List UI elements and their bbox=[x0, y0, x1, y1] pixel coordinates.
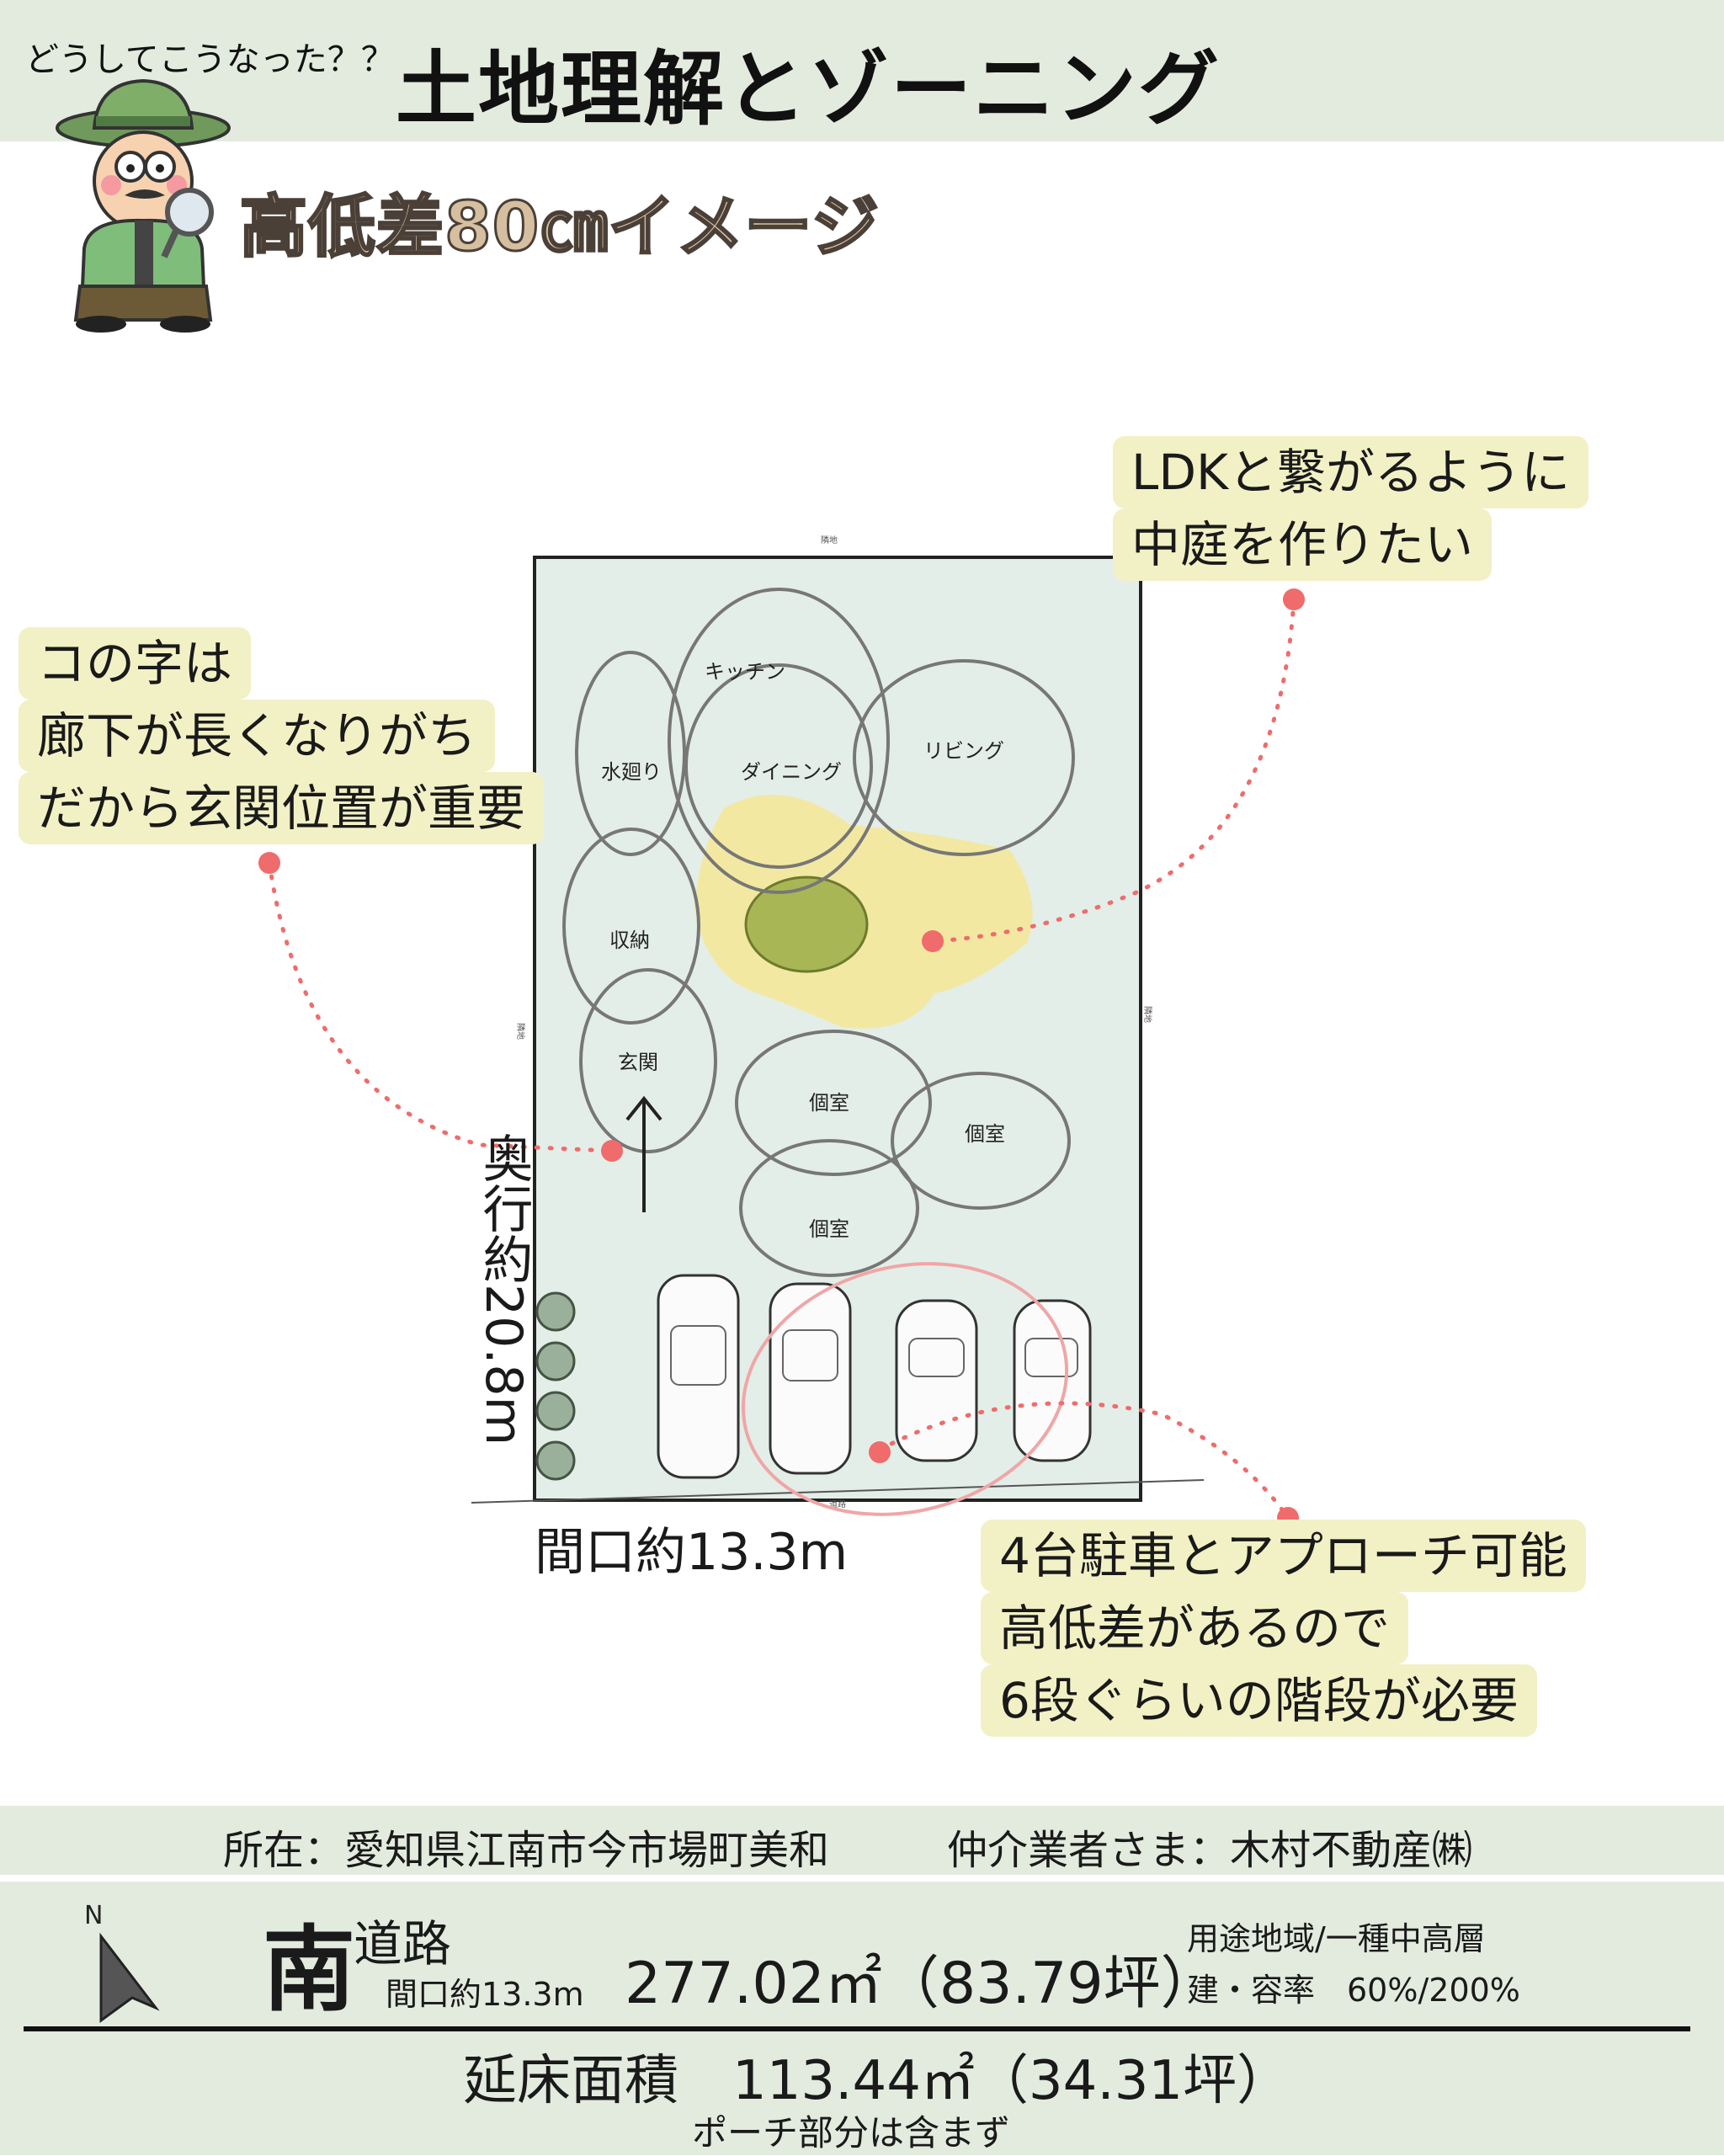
porch-note: ポーチ部分は含まず bbox=[692, 2112, 1011, 2153]
page-subtitle: 高低差80㎝イメージ bbox=[239, 187, 881, 268]
room-label-private3: 個室 bbox=[809, 1217, 849, 1241]
broker-text: 仲介業者さま：木村不動産㈱ bbox=[947, 1827, 1473, 1874]
header-band bbox=[0, 0, 1724, 141]
site-label-top: 隣地 bbox=[821, 535, 838, 546]
parking-highlight bbox=[741, 1262, 1069, 1516]
room-bubble-water bbox=[575, 651, 686, 856]
hedge-tree-4 bbox=[535, 1440, 576, 1481]
room-bubble-private2 bbox=[891, 1072, 1071, 1210]
room-label-storage: 収納 bbox=[609, 929, 650, 952]
hedge-tree-1 bbox=[535, 1291, 576, 1332]
room-label-living: リビング bbox=[923, 739, 1004, 763]
room-bubble-dining bbox=[684, 663, 873, 869]
hedge-tree-2 bbox=[535, 1341, 576, 1381]
page-title: 土地理解とゾーニング bbox=[396, 42, 1221, 136]
courtyard-tree bbox=[744, 876, 869, 973]
room-label-entrance: 玄関 bbox=[618, 1051, 658, 1074]
room-label-private1: 個室 bbox=[809, 1091, 849, 1115]
compass-north-icon: N bbox=[84, 1901, 160, 2023]
room-label-dining: ダイニング bbox=[741, 760, 842, 784]
zoning-text: 用途地域/一種中高層 bbox=[1187, 1920, 1486, 1957]
note-top-right: LDKと繋がるように 中庭を作りたい bbox=[1113, 436, 1589, 581]
note-left-line-1: コの字は bbox=[19, 627, 252, 700]
detective-illustration bbox=[56, 78, 231, 333]
frontage-dimension: 間口約13.3m bbox=[535, 1523, 849, 1582]
depth-dimension: 奥行約20.8m bbox=[474, 1132, 533, 1446]
note-top-right-line-2: 中庭を作りたい bbox=[1113, 508, 1493, 581]
site-area: 277.02㎡（83.79坪） bbox=[625, 1951, 1218, 2017]
info-band bbox=[0, 1806, 1724, 1875]
car-3 bbox=[895, 1299, 978, 1462]
room-bubble-private3 bbox=[739, 1139, 919, 1277]
site-label-bottom: 道路 bbox=[829, 1499, 846, 1509]
road-label: 道路 bbox=[354, 1915, 452, 1972]
room-label-kitchen: キッチン bbox=[705, 660, 785, 684]
site-label-right: 隣地 bbox=[1142, 1006, 1153, 1023]
room-bubble-kitchen bbox=[668, 588, 890, 894]
room-bubble-storage bbox=[562, 828, 700, 1025]
site-label-left: 隣地 bbox=[515, 1023, 526, 1040]
note-bottom-right: 4台駐車とアプローチ可能 高低差があるので 6段ぐらいの階段が必要 bbox=[981, 1520, 1586, 1737]
road-direction: 南 bbox=[263, 1916, 355, 2024]
car-2 bbox=[769, 1282, 852, 1475]
header-kicker: どうしてこうなった？？ bbox=[25, 40, 395, 79]
summary-band bbox=[0, 1882, 1724, 2155]
note-left-line-2: 廊下が長くなりがち bbox=[19, 700, 496, 772]
room-bubble-private1 bbox=[735, 1030, 932, 1176]
note-bottom-right-line-3: 6段ぐらいの階段が必要 bbox=[981, 1664, 1537, 1737]
room-bubble-entrance bbox=[579, 968, 717, 1153]
room-label-water: 水廻り bbox=[601, 760, 662, 784]
room-label-private2: 個室 bbox=[965, 1122, 1005, 1146]
note-left: コの字は 廊下が長くなりがち だから玄関位置が重要 bbox=[19, 627, 545, 844]
note-left-line-3: だから玄関位置が重要 bbox=[19, 772, 545, 844]
hedge-tree-3 bbox=[535, 1391, 576, 1431]
location-text: 所在：愛知県江南市今市場町美和 bbox=[223, 1827, 830, 1874]
note-bottom-right-line-1: 4台駐車とアプローチ可能 bbox=[981, 1520, 1586, 1592]
summary-frontage: 間口約13.3m bbox=[386, 1976, 584, 2013]
ratio-text: 建・容率 60%/200% bbox=[1187, 1972, 1520, 2009]
divider-rule bbox=[24, 2026, 1690, 2031]
note-top-right-line-1: LDKと繋がるように bbox=[1113, 436, 1589, 508]
compass-label: N bbox=[84, 1901, 103, 1930]
room-bubble-living bbox=[853, 659, 1075, 856]
car-4 bbox=[1013, 1299, 1092, 1462]
note-bottom-right-line-2: 高低差があるので bbox=[981, 1592, 1409, 1664]
floor-area: 延床面積 113.44㎡（34.31坪） bbox=[463, 2050, 1291, 2112]
